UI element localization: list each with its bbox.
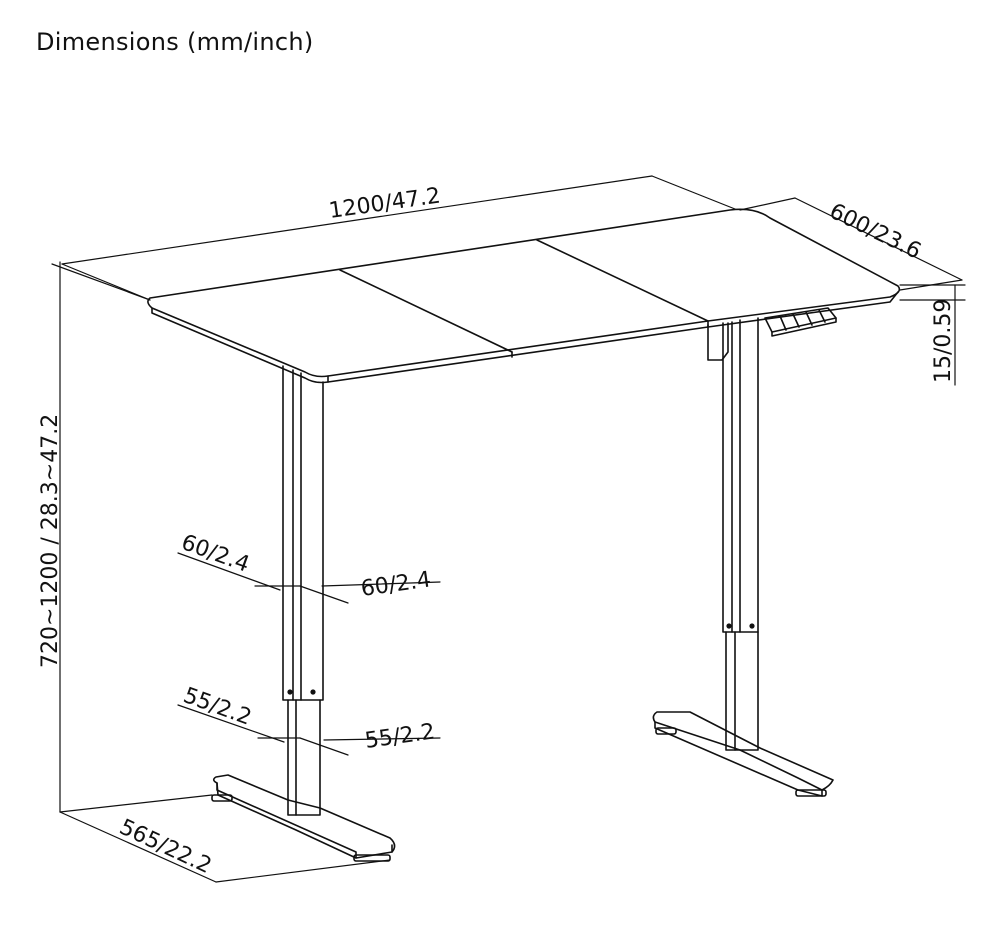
dimension-lines xyxy=(51,175,966,883)
control-panel xyxy=(764,307,837,337)
panel-seam-right xyxy=(536,239,709,322)
foot-length-label: 565/22.2 xyxy=(115,815,215,879)
left-leg xyxy=(211,365,396,862)
desk-top xyxy=(147,208,901,384)
height-label: 720~1200 / 28.3~47.2 xyxy=(38,414,63,668)
width-label: 1200/47.2 xyxy=(327,184,442,224)
lower-column-depth-label: 55/2.2 xyxy=(180,683,255,731)
thickness-label: 15/0.59 xyxy=(931,299,956,383)
upper-column-width-label: 60/2.4 xyxy=(359,567,432,602)
page-title: Dimensions (mm/inch) xyxy=(36,28,314,56)
panel-seam-left xyxy=(339,269,513,353)
upper-column-depth-label: 60/2.4 xyxy=(178,530,253,578)
right-leg xyxy=(652,317,834,797)
lower-column-width-label: 55/2.2 xyxy=(363,719,436,754)
